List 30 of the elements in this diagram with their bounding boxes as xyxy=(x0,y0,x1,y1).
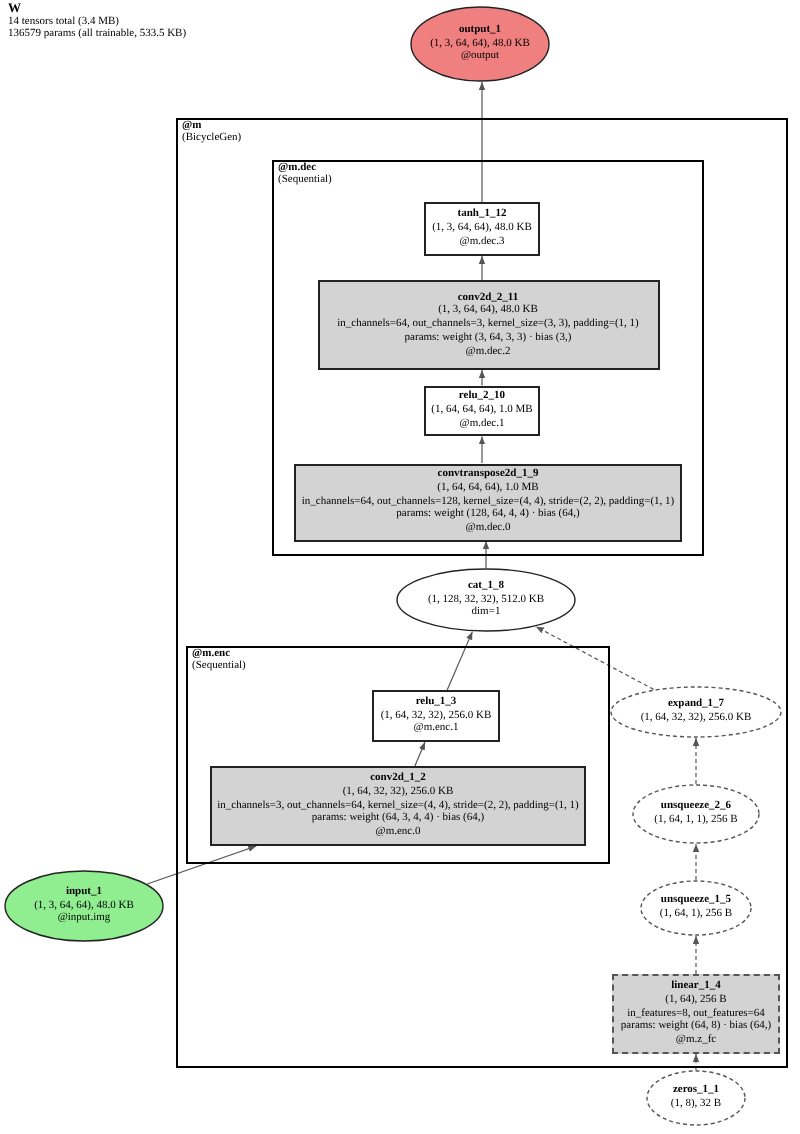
arrow xyxy=(414,741,426,767)
arrow xyxy=(146,845,257,885)
dashed-arrow xyxy=(692,935,700,975)
module-cluster xyxy=(272,160,704,556)
tensor-ellipse xyxy=(396,568,576,632)
arrow xyxy=(482,540,490,569)
layer-box xyxy=(317,280,659,370)
layer-box xyxy=(612,974,780,1054)
layer-box xyxy=(372,690,500,742)
output-tensor-ellipse xyxy=(410,6,550,82)
module-cluster xyxy=(176,118,788,1068)
dashed-arrow xyxy=(535,626,655,690)
layer-box xyxy=(423,385,541,437)
arrow xyxy=(478,435,486,464)
layer-box xyxy=(209,766,587,846)
arrow xyxy=(478,255,486,281)
input-tensor-ellipse xyxy=(4,870,164,942)
module-cluster xyxy=(186,646,610,864)
arrow xyxy=(478,81,486,203)
arrow xyxy=(446,631,473,691)
tensor-ellipse xyxy=(610,686,782,738)
dashed-arrow xyxy=(692,737,700,785)
layer-box xyxy=(293,463,683,541)
dashed-arrow xyxy=(692,1053,700,1071)
dashed-arrow xyxy=(692,843,700,881)
tensor-ellipse xyxy=(632,784,760,844)
layer-box xyxy=(424,202,540,256)
tensor-ellipse xyxy=(646,1070,746,1126)
arrow xyxy=(478,369,486,387)
tensor-ellipse xyxy=(640,880,752,936)
